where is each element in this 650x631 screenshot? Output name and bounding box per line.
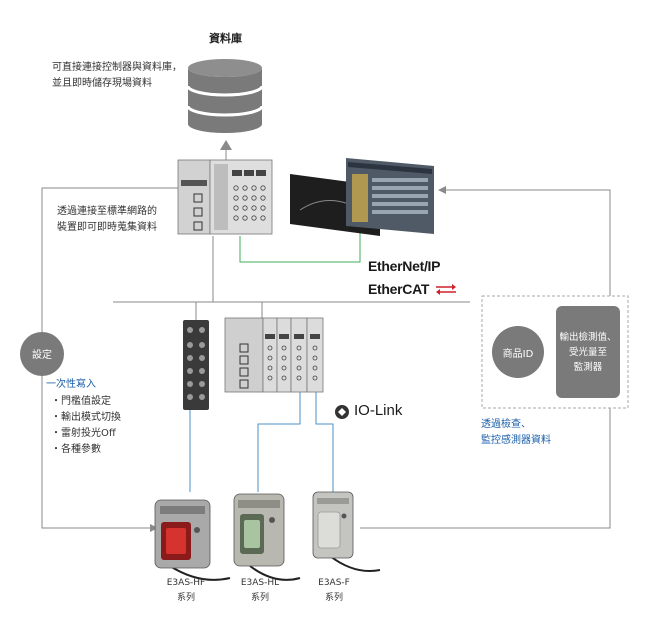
output-box-line: 監測器 [573,362,603,373]
sensor-model: E3AS-HF [166,578,206,588]
sensor-model: E3AS-F [318,578,350,588]
settings-circle-label: 設定 [32,350,52,361]
sensor-model: E3AS-HL [240,578,280,588]
output-box-text: 輸出檢測值、 受光量至 監測器 [556,330,620,375]
ethernet-ip-logo: EtherNet/IP [368,258,441,274]
ethercat-logo: EtherCAT [368,281,430,297]
ethernet-line [239,232,361,263]
output-box-line: 輸出檢測值、 [559,332,617,343]
iolink-line-hl [257,392,301,492]
settings-circle [20,332,64,376]
database-icon [186,59,264,133]
settings-item: ・門檻值設定 [51,396,111,407]
network-description-line: 裝置即可即時蒐集資料 [57,222,157,233]
database-description-line: 可直接連接控制器與資料庫， [52,62,182,73]
network-description-line: 透過連接至標準網路的 [57,206,157,217]
software-screens-icon [290,158,434,236]
arrow-up-to-database [220,140,232,150]
sensor-series: 系列 [250,593,269,603]
database-description: 可直接連接控制器與資料庫， 並且即時儲存現場資料 [52,60,182,92]
output-box [556,306,620,398]
product-id-label: 商品ID [502,349,534,360]
monitoring-caption-line: 透過檢查、 [481,419,531,430]
iolink-line-f [315,392,334,492]
sensor-f-caption: E3AS-F 系列 [306,576,362,606]
arrow-right-to-sensor [150,524,158,532]
sensor-series: 系列 [324,593,343,603]
ethercat-arrows-icon [436,284,456,295]
settings-list: ・門檻值設定 ・輸出模式切換 ・雷射投光Off ・各種參數 [51,394,121,458]
sensor-hl-caption: E3AS-HL 系列 [232,576,288,606]
monitoring-caption: 透過檢查、 監控感測器資料 [481,417,551,449]
database-title: 資料庫 [209,32,242,45]
arrow-left-to-software [438,186,446,194]
settings-item: ・各種參數 [51,444,101,455]
sensor-series: 系列 [176,593,195,603]
settings-heading: 一次性寫入 [46,379,96,390]
product-id-circle [492,326,544,378]
settings-item: ・雷射投光Off [51,428,116,439]
iolink-logo: IO-Link [354,402,403,419]
settings-item: ・輸出模式切換 [51,412,121,423]
iolink-logo-icon [335,405,349,419]
network-description: 透過連接至標準網路的 裝置即可即時蒐集資料 [57,204,157,236]
io-block-icon [183,320,209,410]
sensor-hf-icon [154,499,231,581]
sensor-hf-caption: E3AS-HF 系列 [158,576,214,606]
database-description-line: 並且即時儲存現場資料 [52,78,152,89]
output-box-line: 受光量至 [568,347,607,358]
sensor-f-icon [312,491,381,572]
sensor-hl-icon [233,493,301,581]
monitoring-caption-line: 監控感測器資料 [481,435,551,446]
plc-controller-icon [177,159,273,235]
iolink-master-icon [224,317,324,393]
